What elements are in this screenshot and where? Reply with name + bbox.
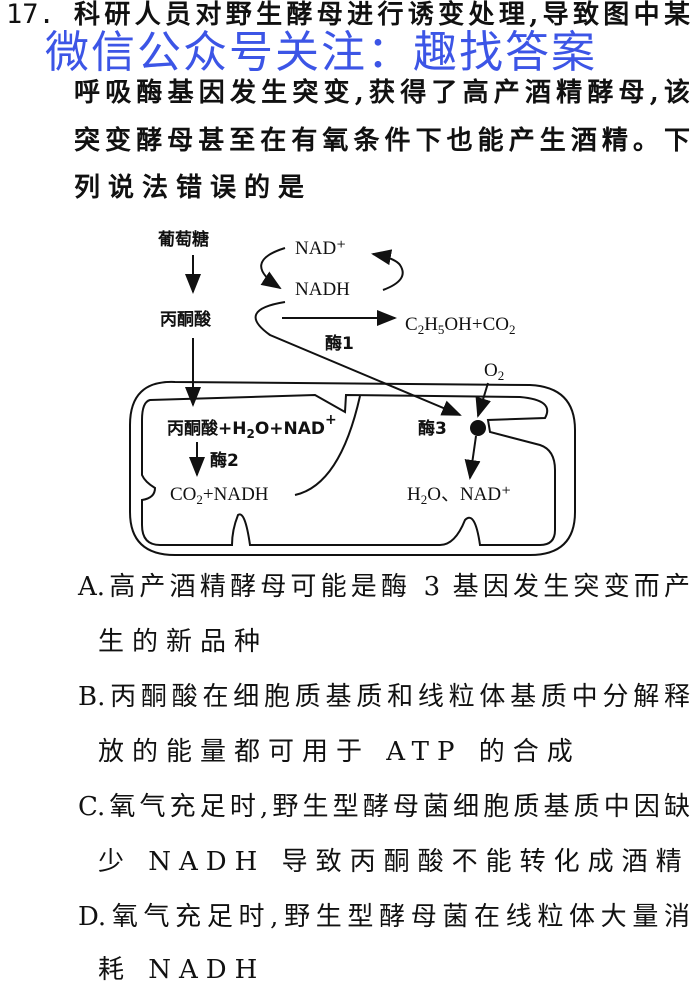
option-d-line-1: D.氧气充足时,野生型酵母菌在线粒体大量消 (78, 902, 690, 932)
question-number: 17. (6, 0, 55, 30)
glucose-label: 葡萄糖 (157, 229, 209, 250)
water-nad-label: H2O、NAD⁺ (407, 484, 511, 507)
option-b-line-1: B.丙酮酸在细胞质基质和线粒体基质中分解释 (78, 682, 690, 712)
enzyme3-label: 酶3 (418, 418, 447, 439)
watermark: 微信公众号关注：趣找答案 (45, 27, 597, 78)
question-line-4: 列说法错误的是 (74, 173, 313, 203)
nad-plus-label: NAD⁺ (295, 238, 346, 259)
option-a-line-2: 生的新品种 (98, 627, 269, 657)
question-line-3: 突变酵母甚至在有氧条件下也能产生酒精。下 (74, 126, 690, 156)
option-d-line-2: 耗 NADH (98, 955, 266, 985)
mito-reactants-label: 丙酮酸+H2O+NAD+ (167, 412, 337, 441)
inner-membrane (141, 393, 556, 546)
question-line-1: 科研人员对野生酵母进行诱变处理,导致图中某 (74, 0, 690, 30)
outer-membrane (129, 380, 576, 556)
question-line-2: 呼吸酶基因发生突变,获得了高产酒精酵母,该 (74, 78, 690, 108)
ethanol-co2-label: C2H5OH+CO2 (405, 314, 515, 337)
option-a-line-1: A.高产酒精酵母可能是酶 3 基因发生突变而产 (78, 572, 690, 602)
nadh-label: NADH (295, 279, 350, 300)
enzyme2-label: 酶2 (210, 450, 239, 471)
option-b-line-2: 放的能量都可用于 ATP 的合成 (98, 737, 581, 767)
o2-label: O2 (484, 360, 504, 383)
enzyme3-complex (470, 420, 486, 436)
option-c-line-1: C.氧气充足时,野生型酵母菌细胞质基质中因缺 (78, 792, 690, 822)
pyruvate-label: 丙酮酸 (160, 309, 212, 330)
option-c-line-2: 少 NADH 导致丙酮酸不能转化成酒精 (98, 847, 690, 877)
co2-nadh-label: CO2+NADH (170, 484, 269, 507)
enzyme1-label: 酶1 (325, 333, 354, 354)
